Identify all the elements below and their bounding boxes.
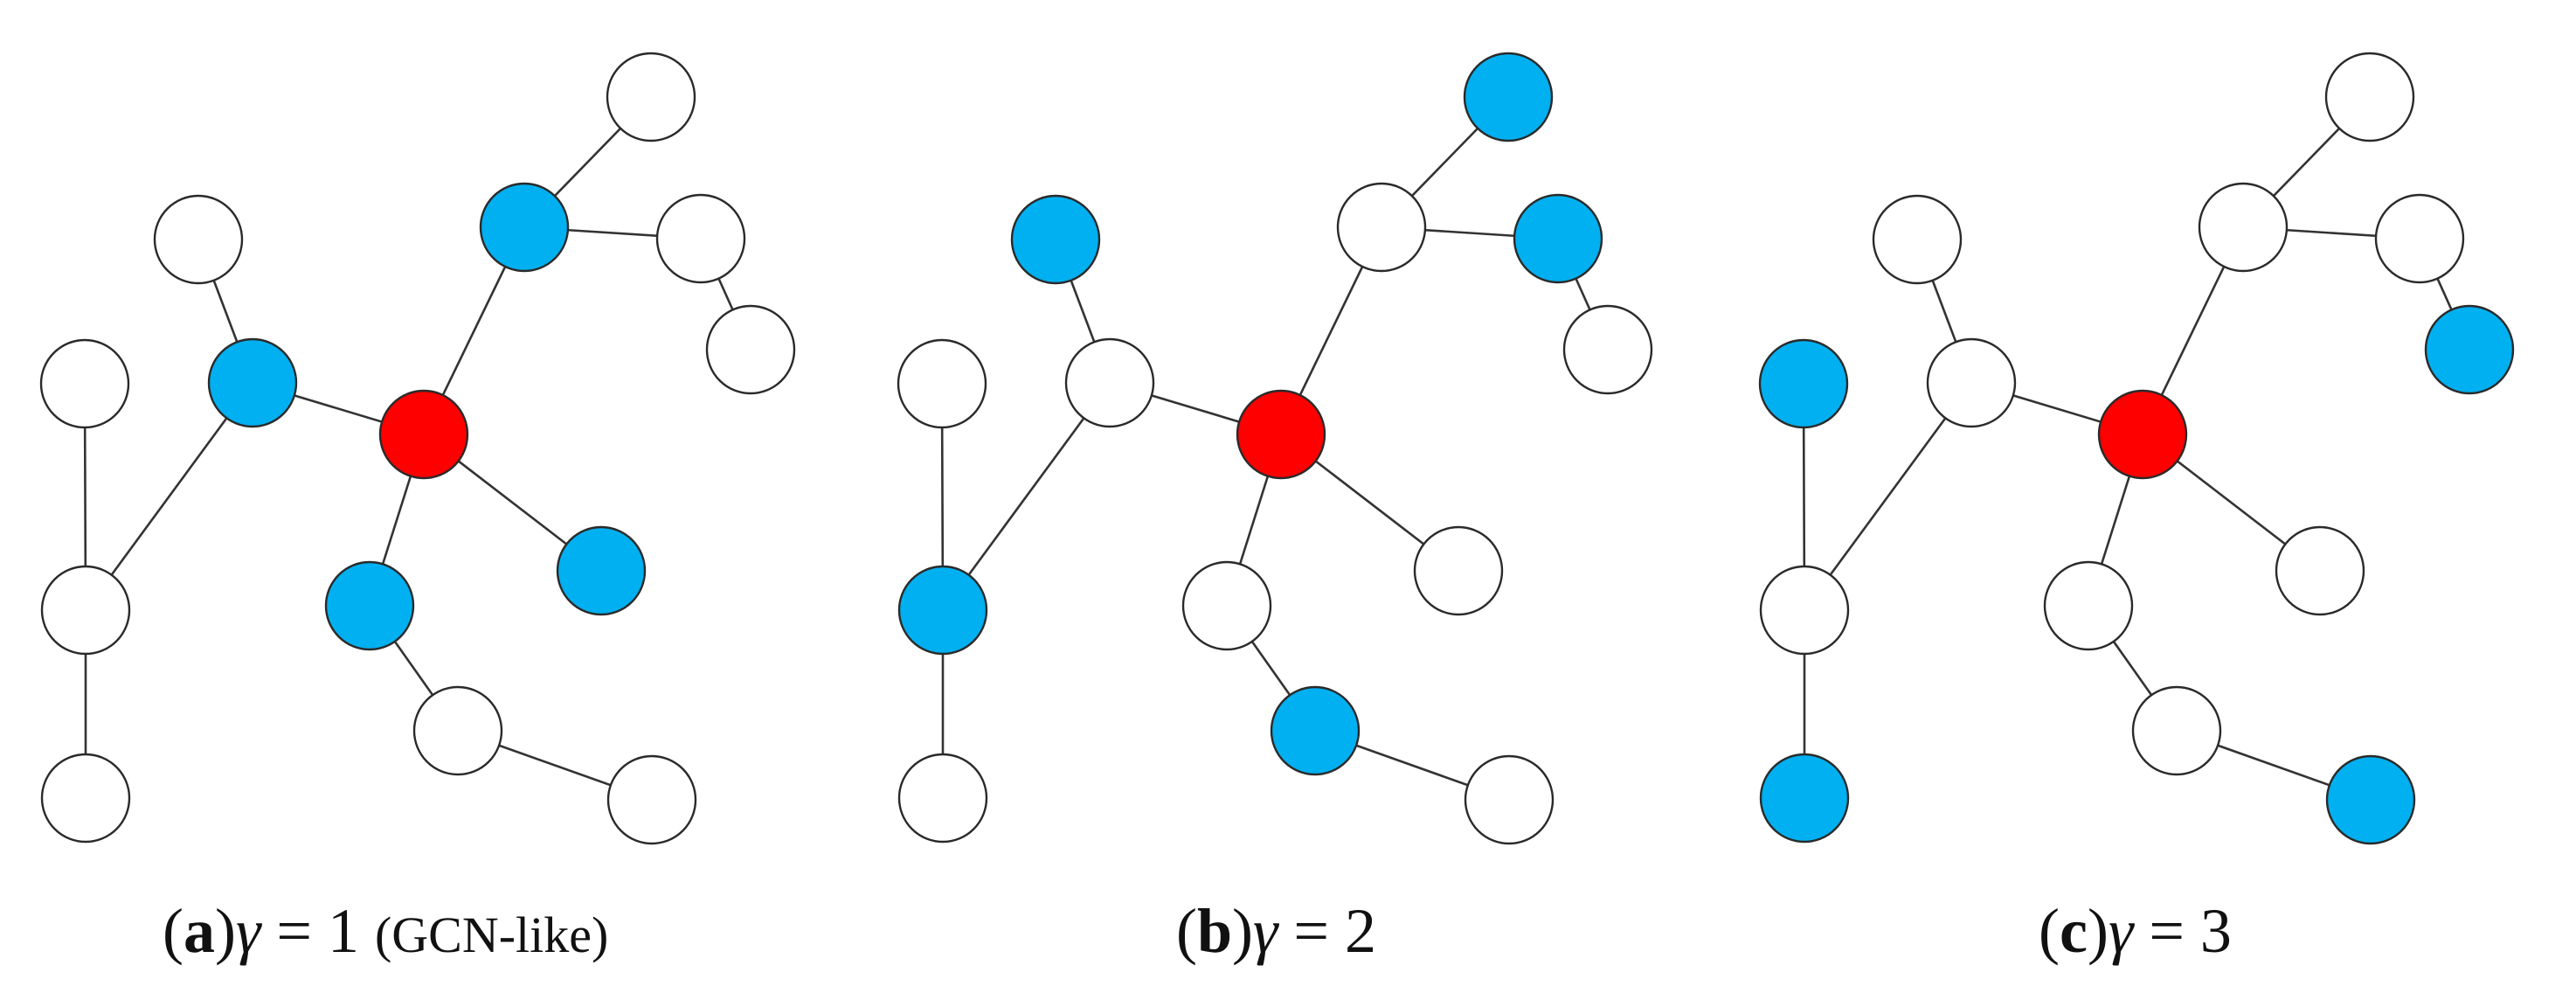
panel-c-node-upper-right [2198,182,2289,273]
caption-a-close: ) [214,896,236,966]
panel-b-node-left [1064,337,1155,428]
panel-c-selected-node-bottom-left [1759,753,1850,844]
panel-c-node-left [1926,337,2017,428]
panel-c-target-node-center [2097,389,2188,480]
caption-b-close: ) [1232,896,1254,966]
panel-b-selected-node-right-upper [1513,193,1603,284]
panel-a-node-top-left [153,194,244,285]
caption-b-gamma: γ [1253,896,1278,966]
panel-c-node-lower-left-junction [1759,565,1850,656]
panel-a-node-right-upper [655,193,746,284]
panel-b-selected-node-lower-middle [1270,685,1361,776]
panel-a-selected-node-upper-right [479,182,570,273]
caption-c-equals: = 3 [2133,896,2232,966]
panel-c-selected-node-far-left [1758,338,1849,429]
caption-a: (a)γ = 1 (GCN-like) [163,892,608,970]
panel-a-node-far-left [39,338,130,429]
panel-a-node-bottom-left [40,753,131,844]
panel-a-node-top [606,52,696,142]
caption-c-letter: c [2059,896,2088,966]
panel-c-node-lower-right [2275,525,2365,616]
caption-a-letter: a [183,896,215,966]
panel-b-node-far-right [1562,304,1653,395]
panel-c-node-lower [2043,560,2134,651]
caption-c: (c)γ = 3 [2039,892,2232,970]
panel-b-node-lower [1181,560,1272,651]
caption-b-letter: b [1196,896,1233,966]
panel-a-node-lower-middle [412,685,503,776]
panel-c-node-lower-middle [2131,685,2222,776]
panel-b-edge-n1-n4 [941,382,1111,611]
panel-a-selected-node-lower [324,560,415,651]
panel-a-node-far-right [705,304,796,395]
caption-c-gamma: γ [2108,896,2134,966]
panel-c-selected-node-far-right [2424,304,2515,395]
panel-a-graph [39,52,796,845]
panel-a-selected-node-lower-right [556,525,647,616]
caption-b: (b)γ = 2 [1176,892,1376,970]
panel-c-graph [1758,52,2515,845]
caption-a-equals: = 1 [260,896,375,966]
panel-b-node-far-left [897,338,987,429]
panel-c-node-top [2324,52,2415,142]
caption-b-open: ( [1176,896,1197,966]
panel-b-selected-node-top [1463,52,1554,142]
panel-a-target-node-center [378,389,469,480]
panel-b-graph [897,52,1653,845]
panel-a-edge-n1-n4 [84,382,254,611]
caption-a-gamma: γ [235,896,261,966]
panel-c-edge-n1-n4 [1803,382,1973,611]
panel-b-node-upper-right [1336,182,1427,273]
caption-c-close: ) [2087,896,2109,966]
panel-b-node-bottom-left [897,753,988,844]
panel-a-selected-node-left [207,337,298,428]
panel-b-node-bottom-right [1464,754,1555,845]
panel-b-target-node-center [1236,389,1326,480]
panel-c-node-top-left [1872,194,1963,285]
panel-b-node-lower-right [1413,525,1504,616]
caption-b-equals: = 2 [1278,896,1376,966]
panel-a-node-bottom-right [606,754,697,845]
panel-b-selected-node-top-left [1010,194,1101,285]
panel-c-selected-node-bottom-right [2325,754,2416,845]
caption-a-open: ( [163,896,184,966]
panel-c-node-right-upper [2374,193,2465,284]
caption-a-suffix: (GCN-like) [374,906,609,963]
panel-b-selected-node-lower-left-junction [897,565,988,656]
caption-c-open: ( [2039,896,2060,966]
panel-a-node-lower-left-junction [40,565,131,656]
